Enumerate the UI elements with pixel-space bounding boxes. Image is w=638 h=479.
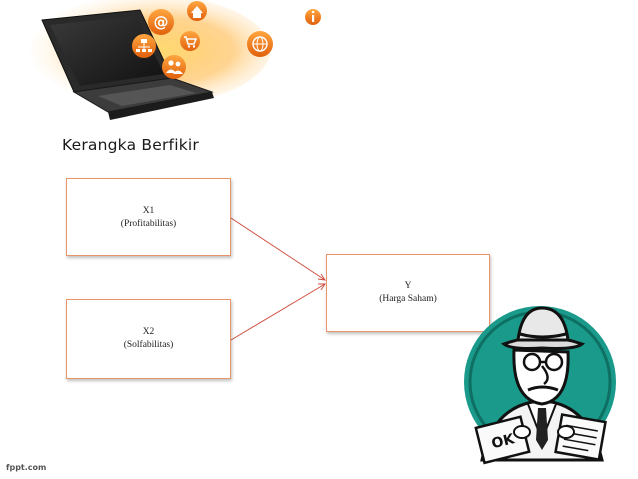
node-x2: X2 (Solfabilitas) — [66, 299, 231, 379]
node-x1: X1 (Profitabilitas) — [66, 178, 231, 256]
info-icon — [305, 9, 321, 25]
home-icon — [187, 1, 207, 21]
arrow-x2-to-y — [230, 283, 326, 341]
at-sign-icon: @ — [148, 9, 174, 35]
node-x1-code: X1 — [142, 206, 155, 216]
node-x2-label: (Solfabilitas) — [123, 340, 174, 350]
arrow-x1-to-y — [230, 217, 326, 281]
laptop-icon — [41, 9, 214, 120]
globe-icon — [247, 31, 273, 57]
node-y: Y (Harga Saham) — [326, 254, 490, 332]
network-icon — [132, 34, 156, 58]
page-title: Kerangka Berfikir — [62, 136, 199, 154]
node-y-code: Y — [404, 281, 412, 291]
people-icon — [162, 55, 186, 79]
node-x1-label: (Profitabilitas) — [120, 219, 177, 229]
node-y-label: (Harga Saham) — [379, 294, 437, 304]
detective-clipart: OK — [464, 306, 616, 465]
laptop-illustration: @ — [30, 0, 321, 120]
node-x2-code: X2 — [142, 327, 155, 337]
svg-text:@: @ — [154, 13, 169, 31]
stamp-text: OK — [490, 431, 517, 452]
cart-icon — [180, 31, 200, 51]
footer-watermark: fppt.com — [6, 463, 47, 472]
